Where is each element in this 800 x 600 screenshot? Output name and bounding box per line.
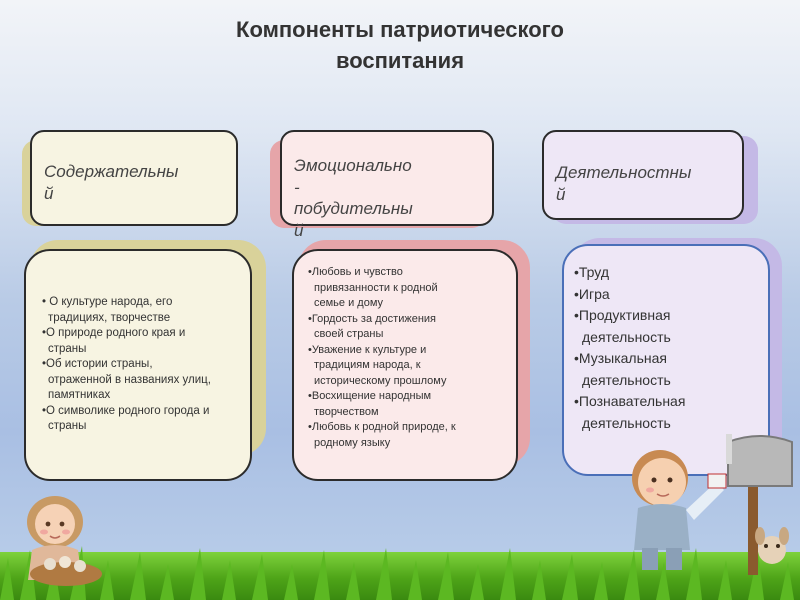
- body-box-emotional: •Любовь и чувство привязанности к родной…: [292, 249, 518, 481]
- header-box-content: Содержательны й: [30, 130, 238, 226]
- body-box-content: • О культуре народа, его традициях, твор…: [24, 249, 252, 481]
- list-item: творчеством: [314, 405, 379, 418]
- content-list: • О культуре народа, его традициях, твор…: [42, 295, 250, 435]
- list-item: •Гордость за достижения: [308, 312, 437, 325]
- list-item: •Познавательная: [574, 393, 686, 409]
- list-item: •Игра: [574, 285, 610, 302]
- list-item: •Труд: [574, 264, 609, 280]
- title-line-1: Компоненты патриотического: [236, 17, 564, 42]
- boy-with-mailbox-illustration: [632, 434, 793, 575]
- list-item: • О культуре народа, его: [42, 296, 173, 308]
- girl-with-basket-illustration: [27, 496, 102, 586]
- page-title: Компоненты патриотического воспитания: [0, 14, 800, 76]
- header-3-line-1: Деятельностны: [556, 163, 692, 182]
- header-2-line-2: -: [294, 177, 300, 197]
- list-item: страны: [48, 420, 87, 432]
- title-line-2: воспитания: [335, 48, 465, 73]
- header-3-line-2: й: [556, 185, 566, 204]
- emotional-list: •Любовь и чувство привязанности к родной…: [308, 265, 516, 451]
- activity-list: •Труд •Игра •Продуктивная деятельность •…: [574, 262, 768, 434]
- header-2-line-1: Эмоционально: [294, 156, 412, 175]
- list-item: •Восхищение народным: [308, 390, 432, 402]
- header-2-line-3: побудительны: [294, 199, 413, 218]
- list-item: историческому прошлому: [314, 374, 447, 387]
- list-item: •Об истории страны,: [42, 358, 153, 370]
- list-item: деятельность: [582, 371, 671, 388]
- header-1-line-1: Содержательны: [44, 162, 179, 181]
- list-item: деятельность: [582, 414, 671, 431]
- list-item: •Продуктивная: [574, 307, 671, 323]
- header-2-line-4: й: [294, 220, 304, 240]
- list-item: семье и дому: [314, 297, 384, 309]
- list-item: •О природе родного края и: [42, 327, 186, 339]
- header-box-activity: Деятельностны й: [542, 130, 744, 220]
- list-item: деятельность: [582, 328, 671, 345]
- list-item: •О символике родного города и: [42, 404, 210, 417]
- list-item: отраженной в названиях улиц,: [48, 373, 211, 386]
- body-box-activity: •Труд •Игра •Продуктивная деятельность •…: [562, 244, 770, 476]
- header-box-emotional: Эмоционально - побудительны й: [280, 130, 494, 240]
- header-1-line-2: й: [44, 184, 54, 203]
- list-item: традициям народа, к: [314, 359, 421, 371]
- list-item: страны: [48, 342, 87, 355]
- list-item: •Уважение к культуре и: [308, 343, 427, 356]
- list-item: родному языку: [314, 436, 391, 449]
- list-item: •Любовь к родной природе, к: [308, 421, 456, 433]
- list-item: своей страны: [314, 328, 384, 340]
- list-item: привязанности к родной: [314, 281, 438, 294]
- list-item: традициях, творчестве: [48, 311, 171, 324]
- grass-blades: [0, 546, 794, 600]
- list-item: •Музыкальная: [574, 350, 667, 366]
- list-item: памятниках: [48, 389, 111, 401]
- list-item: •Любовь и чувство: [308, 266, 403, 278]
